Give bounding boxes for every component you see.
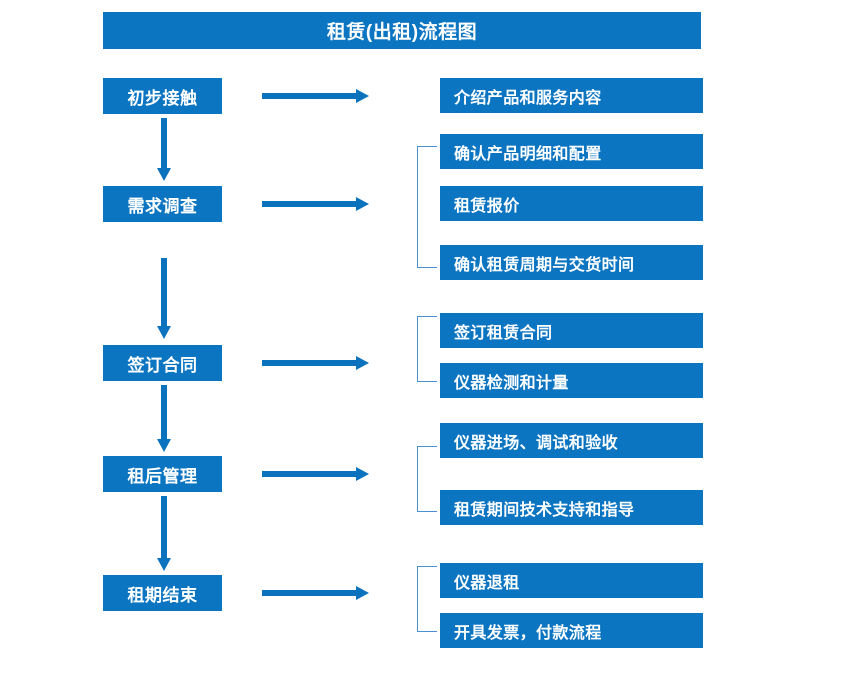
detail-box-5[interactable]: 签订租赁合同: [440, 313, 703, 348]
detail-box-6[interactable]: 仪器检测和计量: [440, 363, 703, 398]
stage-box-2[interactable]: 需求调查: [103, 186, 222, 222]
stage-box-1[interactable]: 初步接触: [103, 78, 222, 114]
stage-box-5[interactable]: 租期结束: [103, 575, 222, 611]
group-bracket-icon-3: [417, 446, 437, 512]
stage-box-3[interactable]: 签订合同: [103, 345, 222, 381]
detail-box-10[interactable]: 开具发票，付款流程: [440, 613, 703, 648]
stage-box-4[interactable]: 租后管理: [103, 456, 222, 492]
group-bracket-icon-2: [417, 316, 437, 382]
right-arrow-icon-5: [262, 584, 370, 602]
page-title: 租赁(出租)流程图: [103, 12, 701, 49]
group-bracket-icon-4: [417, 566, 437, 632]
down-arrow-icon-3: [155, 385, 173, 453]
detail-box-7[interactable]: 仪器进场、调试和验收: [440, 423, 703, 458]
group-bracket-icon-1: [417, 146, 437, 268]
down-arrow-icon-4: [155, 496, 173, 572]
detail-box-8[interactable]: 租赁期间技术支持和指导: [440, 490, 703, 525]
detail-box-4[interactable]: 确认租赁周期与交货时间: [440, 245, 703, 280]
detail-box-9[interactable]: 仪器退租: [440, 563, 703, 598]
down-arrow-icon-2: [155, 258, 173, 340]
detail-box-2[interactable]: 确认产品明细和配置: [440, 134, 703, 169]
detail-box-3[interactable]: 租赁报价: [440, 186, 703, 221]
detail-box-1[interactable]: 介绍产品和服务内容: [440, 78, 703, 113]
right-arrow-icon-3: [262, 354, 370, 372]
down-arrow-icon-1: [155, 118, 173, 182]
right-arrow-icon-4: [262, 465, 370, 483]
right-arrow-icon-2: [262, 195, 370, 213]
right-arrow-icon-1: [262, 87, 370, 105]
